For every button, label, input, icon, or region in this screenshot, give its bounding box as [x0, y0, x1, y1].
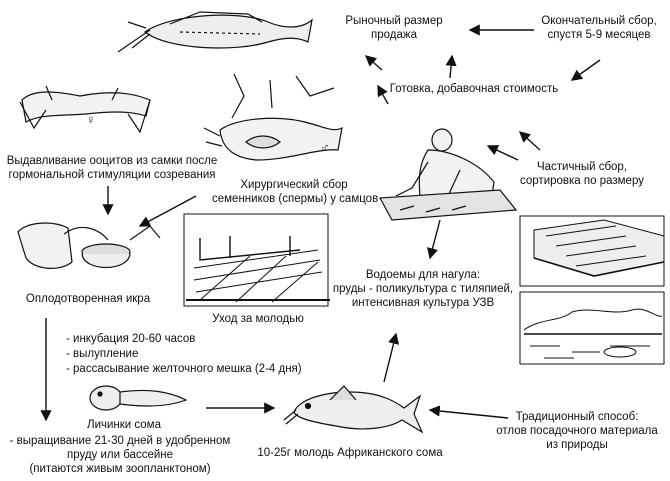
larva-icon — [89, 385, 188, 411]
label-partial-harvest: Частичный сбор,сортировка по размеру — [520, 161, 644, 187]
label-incubation: - инкубация 20-60 часов- вылупление- рас… — [66, 333, 302, 375]
label-final-harvest: Окончательный сбор,спустя 5-9 месяцев — [541, 15, 657, 41]
surgical-male-icon — [203, 73, 343, 161]
broodstock-catfish-icon — [117, 11, 313, 53]
label-grow-out: Водоемы для нагула:пруды - поликультура … — [332, 269, 514, 309]
label-larvae: Личинки сома — [87, 419, 161, 431]
egg-bowl-icon — [17, 222, 161, 269]
raceway-tanks-icon — [519, 215, 665, 287]
pond-landscape-icon — [519, 291, 665, 365]
fingerling-fish-icon — [283, 385, 424, 434]
fry-tanks-icon — [183, 213, 330, 307]
label-fertilized-eggs: Оплодотворенная икра — [25, 293, 151, 305]
label-ready: Готовка, добавочная стоимость — [389, 83, 559, 95]
farmer-pond-icon — [379, 128, 518, 221]
male-symbol: ♂ — [320, 140, 330, 155]
flow-arrows — [40, 24, 601, 422]
label-fingerlings: 10-25г молодь Африканского сома — [257, 447, 443, 459]
label-fry-care: Уход за молодью — [212, 313, 304, 325]
female-symbol: ♀ — [86, 112, 96, 127]
label-traditional: Традиционный способ:отлов посадочного ма… — [496, 411, 658, 451]
stripping-female-icon — [19, 85, 151, 134]
